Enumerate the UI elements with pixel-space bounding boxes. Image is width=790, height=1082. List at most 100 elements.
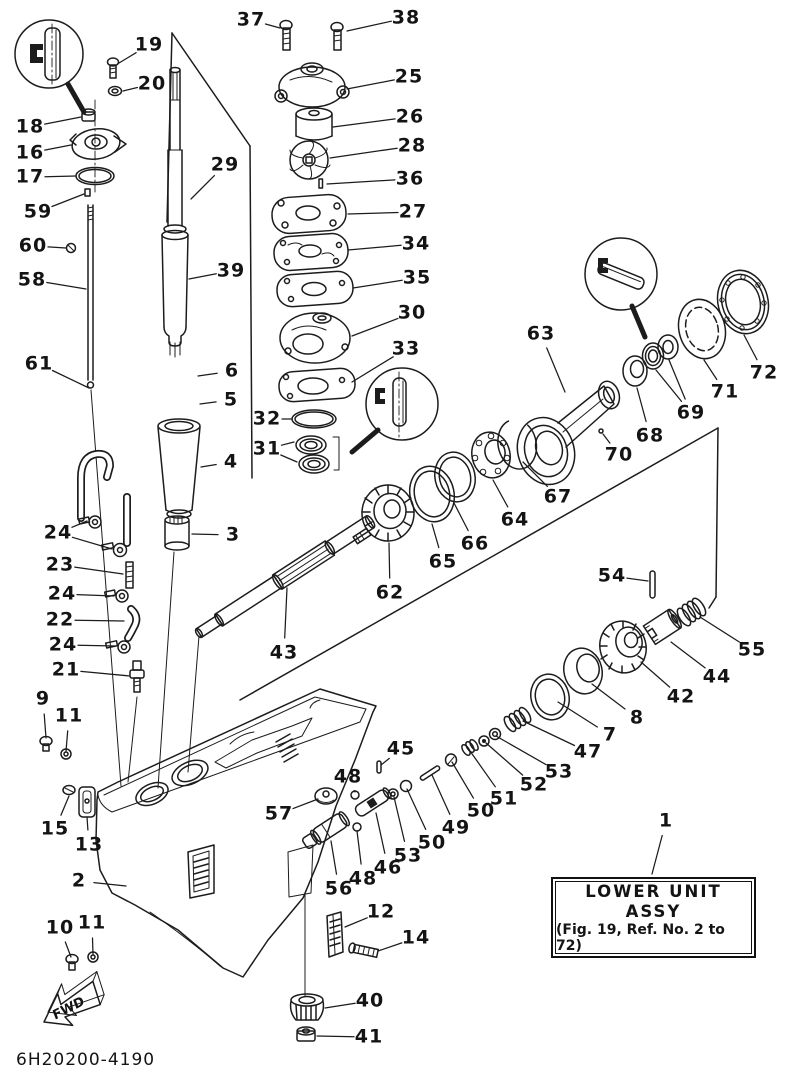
- leader-line-61: [51, 369, 90, 389]
- assembly-box-line2: ASSY: [625, 901, 682, 921]
- callout-24: 24: [47, 582, 77, 605]
- inset-detail-c: [584, 237, 658, 340]
- leader-line-24: [77, 644, 117, 647]
- callout-43: 43: [269, 641, 299, 664]
- callout-29: 29: [210, 153, 240, 176]
- callout-30: 30: [397, 301, 427, 324]
- callout-13: 13: [74, 833, 104, 856]
- leader-line-28: [329, 147, 398, 159]
- leader-line-64: [492, 479, 509, 508]
- leader-line-26: [332, 118, 396, 128]
- leader-line-40: [324, 1002, 356, 1009]
- leader-line-21: [80, 670, 131, 677]
- callout-2: 2: [71, 869, 87, 892]
- callout-20: 20: [137, 72, 167, 95]
- shift-rod-group: [65, 204, 95, 389]
- reverse-gear-group: [529, 570, 707, 721]
- callout-44: 44: [702, 665, 732, 688]
- callout-37: 37: [236, 8, 266, 31]
- callout-70: 70: [604, 443, 634, 466]
- leader-line-53: [393, 796, 406, 843]
- shift-detent-group: [301, 706, 532, 849]
- forward-gear-group: [352, 420, 538, 545]
- fwd-arrow: FWD: [43, 971, 105, 1027]
- leader-line-31: [280, 454, 298, 463]
- callout-12: 12: [366, 900, 396, 923]
- water-pump-stack: [271, 19, 356, 474]
- leader-line-43: [284, 587, 288, 639]
- callout-67: 67: [543, 485, 573, 508]
- leader-line-38: [346, 20, 393, 32]
- leader-line-8: [591, 683, 626, 710]
- leader-line-55: [699, 616, 740, 643]
- anode-trim-tab-group: [289, 911, 380, 1042]
- leader-line-20: [122, 86, 139, 92]
- callout-18: 18: [15, 115, 45, 138]
- leader-line-22: [74, 619, 125, 622]
- leader-line-70: [602, 433, 611, 444]
- leader-line-52: [485, 742, 524, 776]
- callout-50: 50: [417, 831, 447, 854]
- callout-25: 25: [394, 65, 424, 88]
- callout-56: 56: [324, 877, 354, 900]
- leader-line-15: [60, 795, 70, 816]
- key-icon: [375, 388, 385, 404]
- callout-34: 34: [401, 232, 431, 255]
- leader-line-51: [469, 750, 496, 788]
- callout-38: 38: [391, 6, 421, 29]
- water-tube-group: [77, 449, 145, 693]
- leader-line-65: [431, 523, 440, 549]
- deck-hatch: [275, 733, 299, 763]
- callout-71: 71: [710, 380, 740, 403]
- leader-line-3: [191, 533, 219, 536]
- callout-46: 46: [373, 856, 403, 879]
- callout-69: 69: [676, 401, 706, 424]
- leader-line-11: [65, 730, 69, 752]
- leader-line-23: [74, 566, 124, 575]
- leader-line-41: [316, 1035, 355, 1038]
- spring-55: [676, 597, 707, 627]
- assembly-box-line1: LOWER UNIT: [585, 881, 722, 901]
- leader-line-27: [347, 211, 399, 215]
- inset-detail-a: [14, 19, 87, 115]
- callout-32: 32: [252, 407, 282, 430]
- callout-23: 23: [45, 553, 75, 576]
- callout-52: 52: [519, 773, 549, 796]
- leader-line-6: [197, 372, 218, 377]
- callout-72: 72: [749, 361, 779, 384]
- callout-65: 65: [428, 550, 458, 573]
- inset-detail-b: [349, 367, 439, 455]
- leader-line-53: [495, 735, 547, 766]
- leader-line-67: [522, 461, 549, 488]
- leader-line-45: [380, 757, 390, 766]
- leader-line-54: [626, 577, 649, 582]
- leader-line-7: [557, 701, 598, 728]
- callout-6: 6: [224, 359, 240, 382]
- assembly-box-line3: (Fig. 19, Ref. No. 2 to 72): [556, 921, 725, 954]
- leader-line-62: [388, 542, 391, 579]
- leader-line-56: [330, 840, 338, 875]
- sleeve-bushing-group: [157, 418, 201, 551]
- leader-line-24: [71, 536, 113, 550]
- callout-50: 50: [466, 799, 496, 822]
- leader-line-71: [703, 359, 718, 381]
- callout-9: 9: [35, 687, 51, 710]
- leader-line-57: [292, 798, 319, 810]
- callout-57: 57: [264, 802, 294, 825]
- callout-59: 59: [23, 200, 53, 223]
- callout-53: 53: [544, 760, 574, 783]
- leader-line-25: [346, 79, 395, 90]
- leader-line-33: [351, 356, 394, 383]
- callout-11: 11: [77, 911, 107, 934]
- callout-4: 4: [223, 450, 239, 473]
- callout-36: 36: [395, 167, 425, 190]
- leader-line-48: [356, 830, 362, 865]
- callout-45: 45: [386, 737, 416, 760]
- leader-line-69: [668, 359, 686, 400]
- callout-54: 54: [597, 564, 627, 587]
- leader-line-4: [200, 463, 217, 468]
- callout-53: 53: [393, 844, 423, 867]
- lower-casing: [95, 688, 377, 978]
- callout-48: 48: [333, 765, 363, 788]
- leader-line-46: [375, 812, 386, 854]
